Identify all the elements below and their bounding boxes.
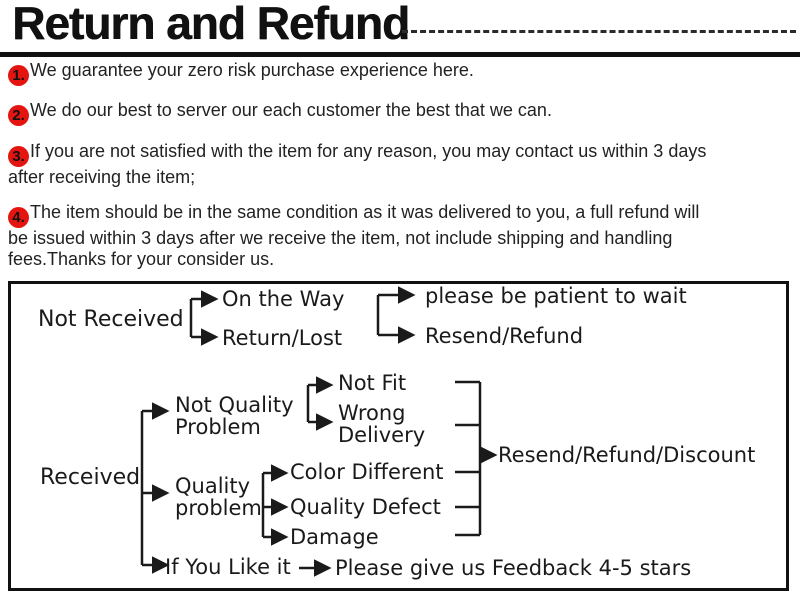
- point-2-text: We do our best to server our each custom…: [30, 100, 552, 120]
- title-dashed-line: [402, 30, 796, 33]
- node-resend-refund-discount: Resend/Refund/Discount: [498, 443, 756, 467]
- node-color-different: Color Different: [290, 460, 444, 484]
- point-2-badge: 2.: [8, 105, 29, 126]
- policy-point-4: 4.The item should be in the same conditi…: [8, 202, 792, 270]
- node-wrong-delivery: Wrong Delivery: [338, 401, 426, 447]
- node-resend-refund: Resend/Refund: [425, 324, 584, 348]
- point-1-text: We guarantee your zero risk purchase exp…: [30, 60, 474, 80]
- point-1-badge: 1.: [8, 65, 29, 86]
- node-if-you-like-it: If You Like it: [165, 555, 291, 579]
- node-received: Received: [40, 465, 141, 490]
- flowchart-connectors: [140, 286, 498, 577]
- node-not-received: Not Received: [38, 307, 184, 332]
- page-title: Return and Refund: [12, 0, 410, 49]
- node-quality-defect: Quality Defect: [290, 495, 441, 519]
- point-3-text-line2: after receiving the item;: [8, 167, 196, 187]
- policy-point-1: 1.We guarantee your zero risk purchase e…: [8, 60, 792, 86]
- node-return-lost: Return/Lost: [222, 326, 343, 350]
- point-4-text-line1: The item should be in the same condition…: [30, 202, 700, 222]
- node-damage: Damage: [290, 525, 379, 549]
- point-3-text-line1: If you are not satisfied with the item f…: [30, 141, 707, 161]
- node-feedback: Please give us Feedback 4-5 stars: [335, 556, 692, 580]
- title-underline-bar: [0, 52, 800, 57]
- policy-point-2: 2.We do our best to server our each cust…: [8, 100, 792, 126]
- node-be-patient: please be patient to wait: [425, 284, 687, 308]
- point-3-badge: 3.: [8, 146, 29, 167]
- policy-point-3: 3.If you are not satisfied with the item…: [8, 141, 792, 188]
- node-on-the-way: On the Way: [222, 287, 345, 311]
- node-quality-problem: Quality problem: [175, 474, 262, 520]
- point-4-badge: 4.: [8, 207, 29, 228]
- point-4-text-line3: fees.Thanks for your consider us.: [8, 249, 275, 269]
- refund-flowchart: Not Received On the Way Return/Lost plea…: [8, 281, 789, 591]
- node-not-fit: Not Fit: [338, 371, 407, 395]
- node-not-quality-problem: Not Quality Problem: [175, 393, 294, 439]
- point-4-text-line2: be issued within 3 days after we receive…: [8, 228, 673, 248]
